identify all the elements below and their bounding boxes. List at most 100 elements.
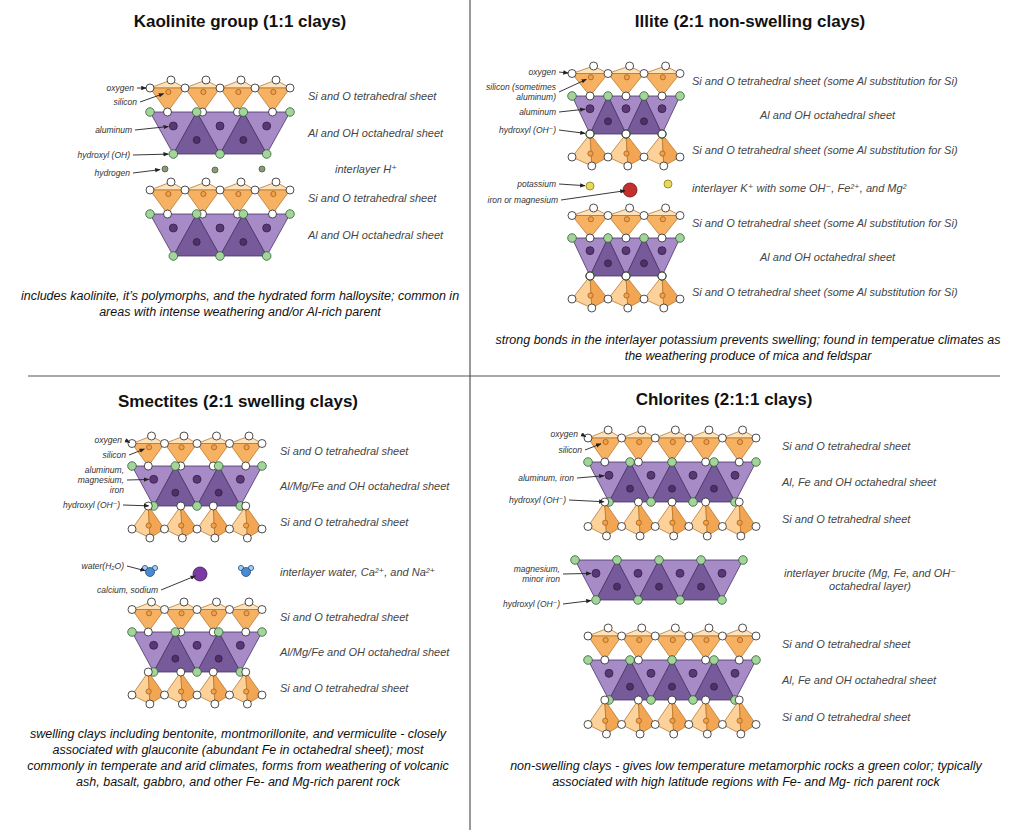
oxygen-atom [148,432,156,440]
oxygen-atom [739,624,747,632]
tetrahedron-face [608,276,628,308]
oxygen-atom [146,186,154,194]
oxygen-atom [590,204,598,212]
panel-caption: non-swelling clays - gives low temperatu… [486,758,1006,790]
octahedral-cation [731,471,739,479]
oxygen-atom [180,432,188,440]
octahedral-cation [689,471,697,479]
oxygen-atom [242,462,250,470]
oxygen-atom [658,92,666,100]
octahedral-cation [263,122,271,130]
octahedral-cation [689,669,697,677]
callout-label: oxygen [551,429,578,439]
leader-line [127,479,149,481]
oxygen-atom [622,130,630,138]
panel-divider [469,0,470,830]
oxygen-atom [651,720,659,728]
hydroxyl-group [655,556,664,565]
hydroxyl-group [262,252,271,261]
silicon-atom [244,445,249,450]
octahedral-cation [658,247,666,255]
clay-panel: Kaolinite group (1:1 clays)includes kaol… [0,0,470,376]
tetrahedron-face [662,276,680,308]
hydrogen-ion [162,166,168,172]
silicon-atom [236,89,241,94]
silicon-atom [146,611,151,616]
octahedral-cation [172,489,179,496]
octahedral-cation [711,485,718,492]
hydroxyl-group [584,458,593,467]
oxygen-atom [640,70,648,78]
oxygen-atom [604,70,612,78]
octahedral-cation [669,683,676,690]
oxygen-atom [735,696,743,704]
octahedral-cation [641,118,648,125]
oxygen-atom [144,668,152,676]
oxygen-atom [604,295,612,303]
hydroxyl-group [718,596,727,605]
oxygen-atom [752,522,760,530]
oxygen-atom [258,691,266,699]
oxygen-atom [146,84,154,92]
octahedron-face [609,660,651,700]
oxygen-atom [601,656,609,664]
oxygen-atom [202,178,210,186]
silicon-atom [660,75,665,80]
callout-label: hydroxyl (OH⁻) [503,599,560,609]
oxygen-atom [269,108,277,116]
oxygen-atom [245,432,253,440]
tetrahedron-face [655,700,673,734]
callout-label: iron or magnesium [488,195,558,205]
oxygen-atom [161,440,169,448]
octahedron-face [220,214,267,256]
oxygen-atom [668,458,676,466]
tetrahedron-face [572,276,592,308]
sheet-label: Al and OH octahedral sheet [308,229,443,242]
oxygen-atom [718,720,726,728]
hydroxyl-group [258,628,267,637]
oxygen-atom [739,426,747,434]
silicon-atom [211,445,216,450]
oxygen-atom [586,92,594,100]
octahedral-cation [216,122,224,130]
oxygen-atom [269,210,277,218]
silicon-atom [737,718,742,723]
tetrahedron-face [230,506,248,538]
oxygen-atom [161,606,169,614]
silicon-atom [670,718,675,723]
tetrahedron-face [626,134,644,166]
hydroxyl-group [192,108,201,117]
silicon-atom [211,523,216,528]
octahedral-cation [193,137,200,144]
oxygen-atom [237,76,245,84]
silicon-atom [244,689,249,694]
water-molecule [146,568,155,577]
panel-heading: Chlorites (2:1:1 clays) [636,390,813,410]
oxygen-atom [128,691,136,699]
callout-label: silicon [113,97,137,107]
oxygen-atom [242,628,250,636]
panel-caption: strong bonds in the interlayer potassium… [488,332,1008,364]
sheet-label: interlayer water, Ca²⁺, and Na²⁺ [280,566,435,579]
oxygen-atom [245,598,253,606]
oxygen-atom [752,720,760,728]
oxygen-atom [128,525,136,533]
tetrahedron-face [662,134,680,166]
hydroxyl-group [216,150,225,159]
tetrahedron-face [132,506,150,538]
tetrahedron-face [638,502,655,536]
oxygen-atom [193,691,201,699]
callout-label: magnesium, minor iron [502,564,560,584]
leader-line [559,109,585,112]
tetrahedron-face [672,700,689,734]
hydroxyl-group [634,596,643,605]
octahedron-face [693,660,735,700]
oxygen-atom [604,426,612,434]
callout-label: oxygen [107,83,134,93]
silicon-atom [236,191,241,196]
sheet-label: Si and O tetrahedral sheet [280,611,408,624]
oxygen-atom [735,498,743,506]
oxygen-atom [670,532,678,540]
silicon-atom [146,445,151,450]
oxygen-atom [258,606,266,614]
